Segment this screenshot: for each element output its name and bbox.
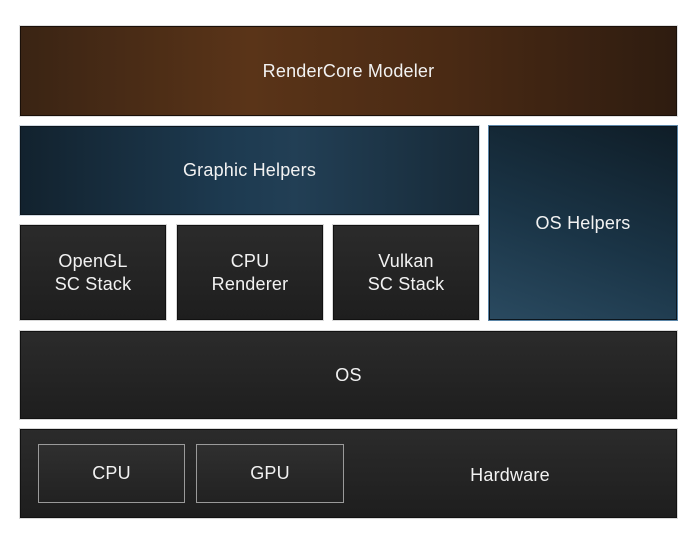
graphic-helpers-label: Graphic Helpers — [182, 160, 317, 180]
cpu-component-label: CPU — [92, 463, 131, 483]
hardware-label: Hardware — [470, 465, 550, 485]
graphic-helpers-layer: Graphic Helpers — [19, 125, 480, 216]
os-label: OS — [335, 364, 362, 385]
vulkan-sc-stack-layer: Vulkan SC Stack — [332, 224, 480, 321]
cpu-renderer-label: CPU Renderer — [211, 250, 289, 294]
os-helpers-label: OS Helpers — [535, 212, 631, 233]
os-helpers-layer: OS Helpers — [488, 125, 678, 321]
cpu-component: CPU — [38, 444, 185, 503]
os-layer: OS — [19, 330, 678, 420]
gpu-component-label: GPU — [250, 463, 290, 483]
opengl-sc-stack-layer: OpenGL SC Stack — [19, 224, 167, 321]
gpu-component: GPU — [196, 444, 344, 503]
opengl-sc-stack-label: OpenGL SC Stack — [54, 250, 132, 294]
cpu-renderer-layer: CPU Renderer — [176, 224, 324, 321]
rendercore-modeler-label: RenderCore Modeler — [262, 60, 435, 81]
vulkan-sc-stack-label: Vulkan SC Stack — [367, 250, 445, 294]
rendercore-modeler-layer: RenderCore Modeler — [19, 25, 678, 117]
